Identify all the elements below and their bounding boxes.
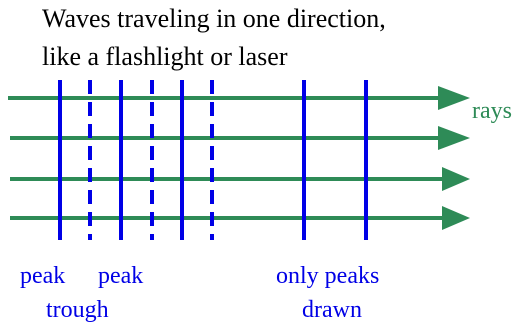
trough-label: trough [46,297,109,323]
wavefronts-group [58,80,368,240]
title-line-1: Waves traveling in one direction, [42,4,386,33]
ray-arrowhead-2 [438,126,470,150]
peak-label-1: peak [20,263,66,289]
ray-arrowhead-3 [442,167,470,191]
rays-group [8,86,470,230]
peak-label-2: peak [98,263,144,289]
rays-label: rays [472,98,512,124]
ray-arrowhead-1 [438,86,470,110]
drawn-label: drawn [302,297,362,323]
title-line-2: like a flashlight or laser [42,42,288,71]
only-peaks-label: only peaks [276,263,380,289]
ray-arrowhead-4 [442,206,470,230]
